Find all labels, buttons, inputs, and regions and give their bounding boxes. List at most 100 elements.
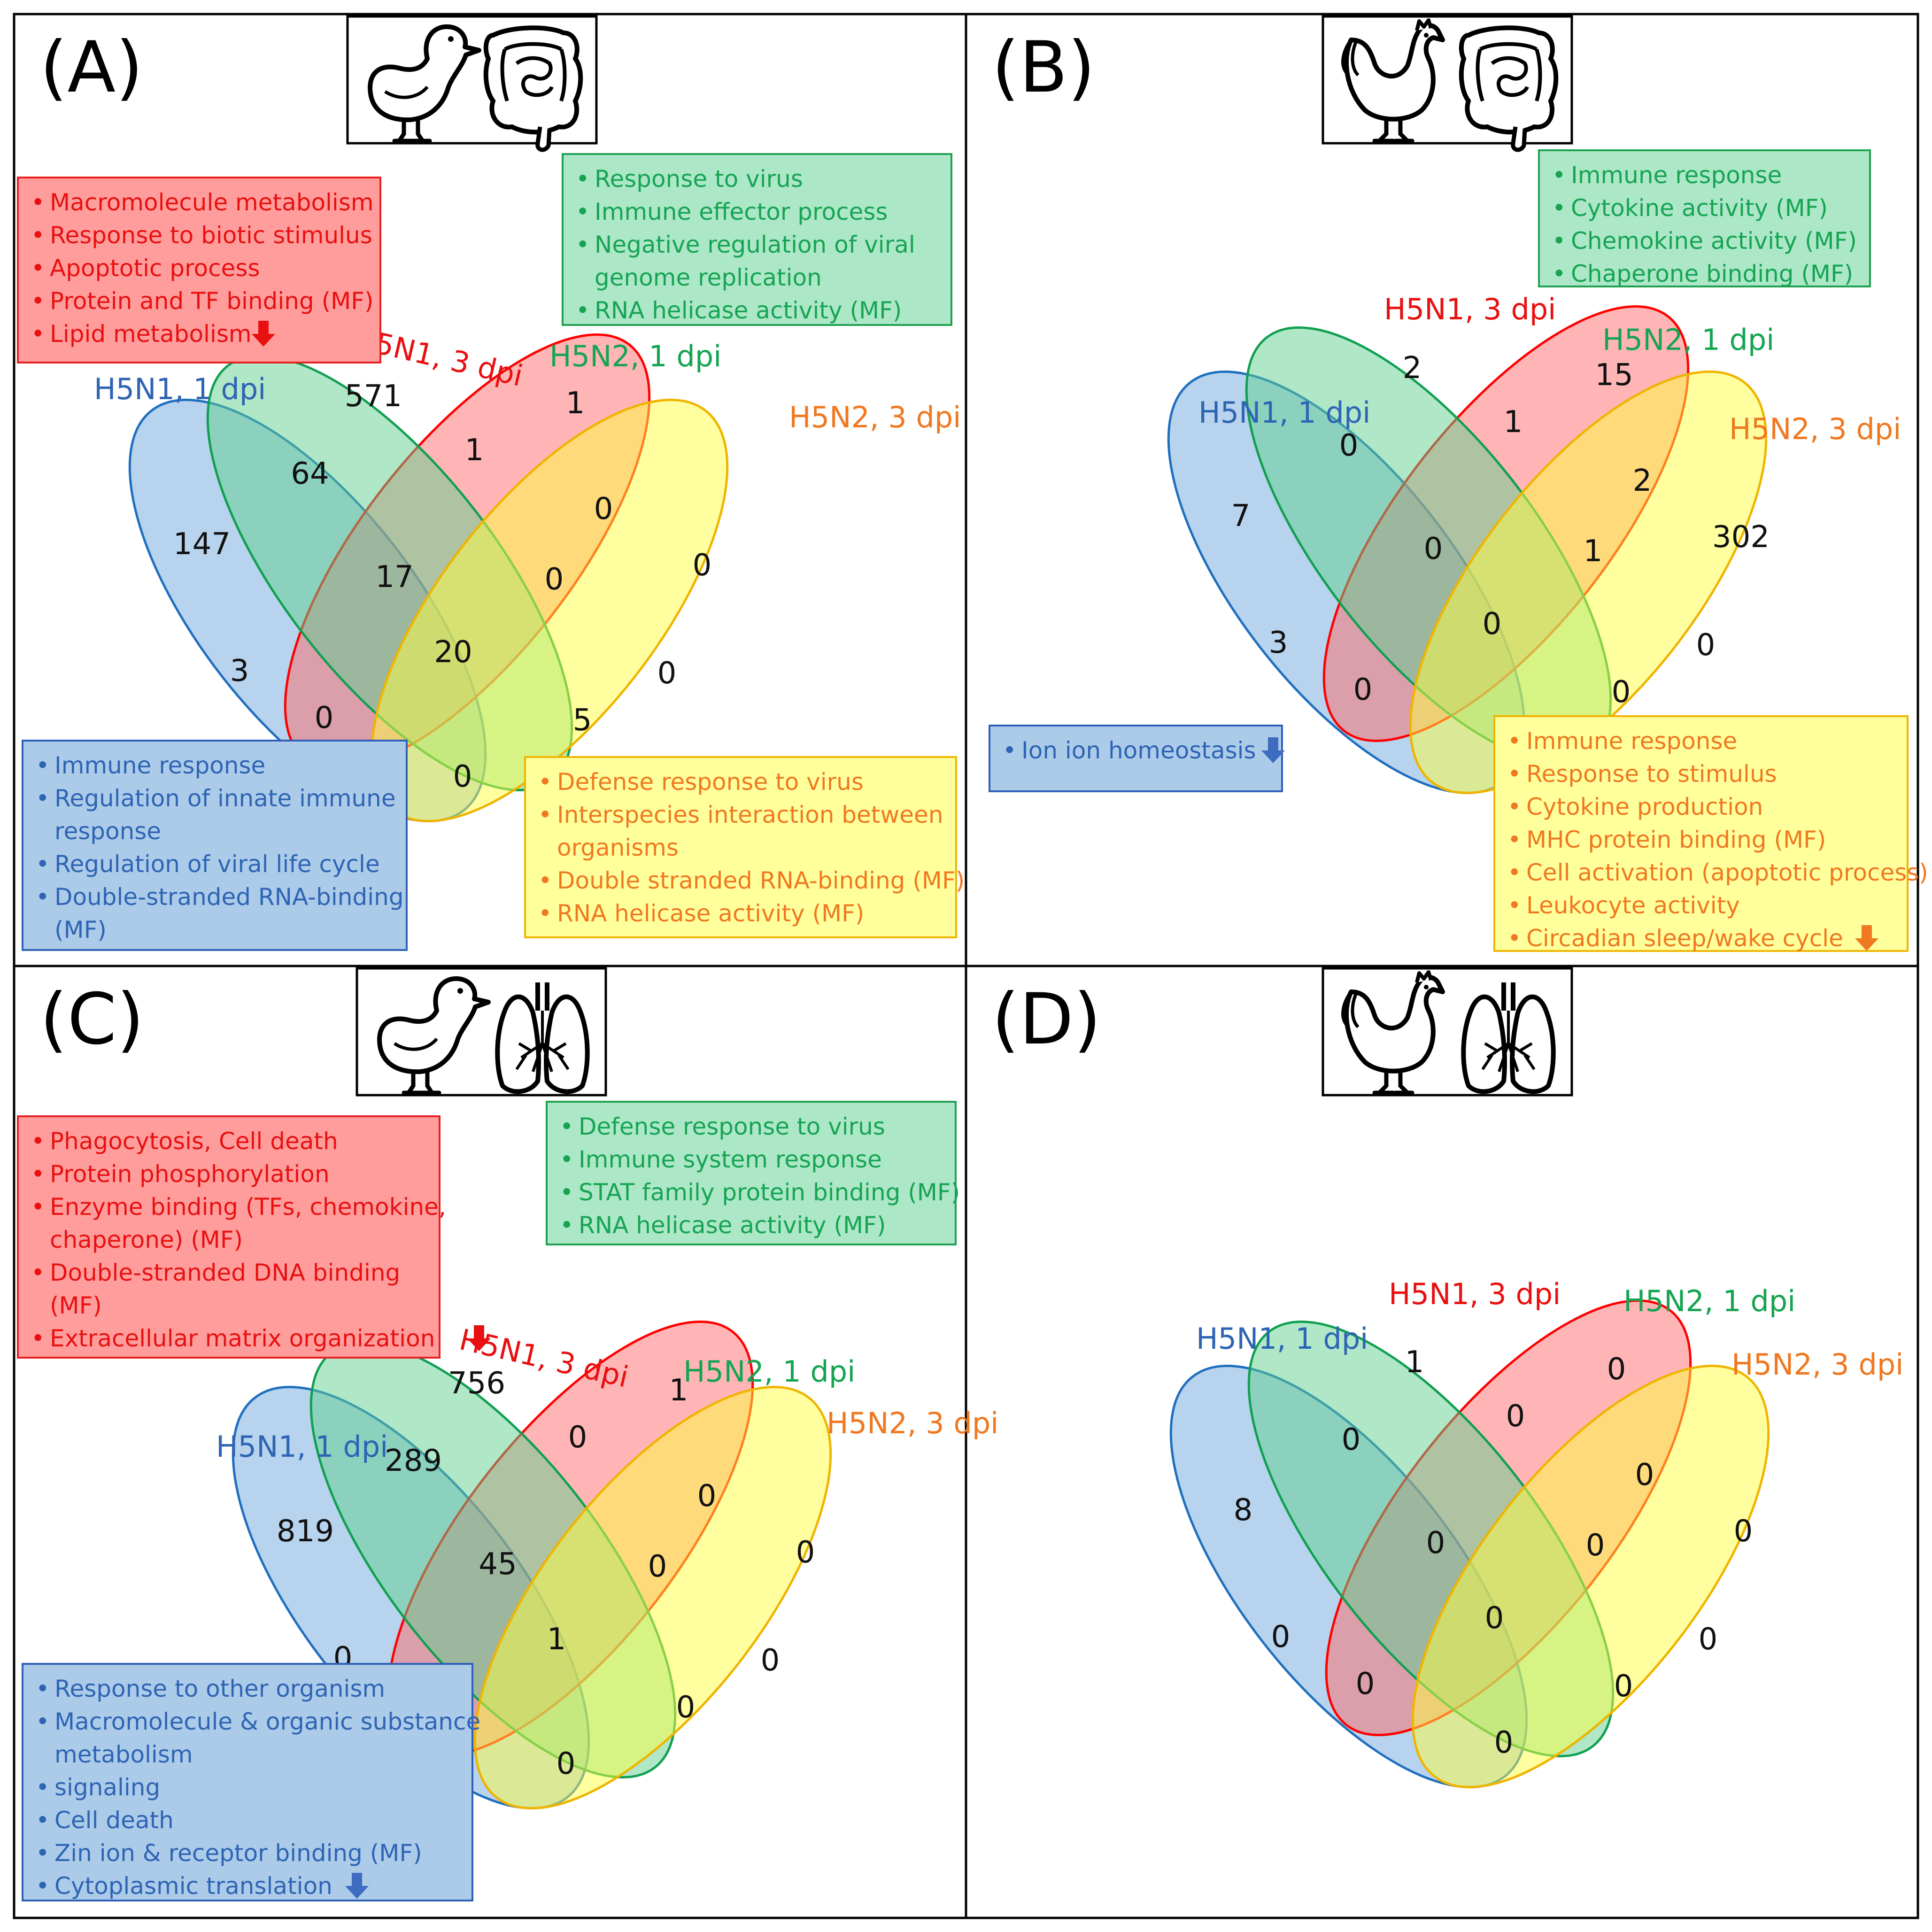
- annotation-item: Defense response to virus: [579, 1113, 885, 1140]
- bullet: •: [576, 231, 590, 258]
- count-three-a: 45: [479, 1547, 517, 1582]
- annotation-item: Immune response: [1571, 162, 1782, 189]
- bullet: •: [1003, 737, 1017, 764]
- count-h5n2-3dpi-only: 302: [1712, 520, 1770, 555]
- count-three-a: 0: [1424, 532, 1443, 566]
- count-h5n1-3dpi-h5n2-1dpi: 0: [568, 1420, 587, 1455]
- annotation-item: Cytokine activity (MF): [1571, 194, 1828, 222]
- annotation-box-green: •Immune response•Cytokine activity (MF)•…: [1538, 149, 1871, 287]
- set-label-h5n2-3dpi: H5N2, 3 dpi: [789, 400, 961, 434]
- bullet: •: [1507, 826, 1522, 853]
- annotation-item: Double-stranded RNA-binding: [54, 883, 404, 911]
- count-three-b: 0: [648, 1549, 667, 1584]
- bullet: •: [31, 1325, 45, 1352]
- annotation-item: Negative regulation of viral: [595, 231, 915, 258]
- count-h5n2-1dpi-h5n2-3dpi: 2: [1633, 464, 1652, 498]
- annotation-item: RNA helicase activity (MF): [579, 1212, 886, 1239]
- count-all-four: 20: [434, 635, 472, 670]
- annotation-item: Interspecies interaction between: [557, 801, 943, 828]
- bullet: •: [31, 1160, 45, 1188]
- bullet: •: [36, 1675, 50, 1702]
- count-three-d: 0: [1612, 675, 1631, 710]
- set-label-h5n1-1dpi: H5N1, 1 dpi: [1198, 395, 1370, 430]
- bullet: •: [36, 850, 50, 878]
- count-three-c: 0: [1356, 1667, 1375, 1701]
- count-h5n2-1dpi-only: 1: [669, 1373, 688, 1408]
- bullet: •: [1552, 260, 1566, 287]
- count-h5n1-1dpi-only: 8: [1234, 1493, 1253, 1528]
- annotation-item: Cell death: [54, 1807, 174, 1834]
- bullet: •: [538, 768, 552, 796]
- panel-letter: (C): [40, 979, 144, 1060]
- count-h5n1-3dpi-only: 571: [345, 379, 402, 414]
- count-three-c: 0: [315, 701, 334, 735]
- annotation-item: Immune effector process: [595, 198, 888, 225]
- count-three-b: 0: [1586, 1528, 1605, 1563]
- count-three-a: 17: [375, 560, 413, 595]
- count-h5n1-1dpi-h5n1-3dpi: 64: [291, 456, 329, 491]
- annotation-item: (MF): [50, 1292, 102, 1319]
- annotation-item: Double stranded RNA-binding (MF): [557, 867, 965, 894]
- bullet: •: [576, 198, 590, 225]
- annotation-item: Phagocytosis, Cell death: [50, 1128, 338, 1155]
- bullet: •: [538, 801, 552, 828]
- set-ellipse-h5n2-3dpi: [1411, 1365, 1770, 1788]
- set-label-h5n2-1dpi: H5N2, 1 dpi: [1602, 323, 1774, 357]
- set-label-h5n1-1dpi: H5N1, 1 dpi: [94, 372, 266, 406]
- annotation-item: RNA helicase activity (MF): [557, 900, 864, 927]
- set-ellipse-h5n2-3dpi: [1409, 371, 1768, 794]
- bullet: •: [31, 1128, 45, 1155]
- bullet: •: [1507, 727, 1522, 755]
- set-label-h5n1-3dpi: H5N1, 3 dpi: [1384, 292, 1556, 326]
- count-h5n1-3dpi-h5n2-1dpi: 1: [1504, 405, 1523, 440]
- bullet: •: [1507, 859, 1522, 886]
- annotation-item: STAT family protein binding (MF): [579, 1179, 960, 1206]
- set-label-h5n1-1dpi: H5N1, 1 dpi: [1196, 1321, 1368, 1356]
- bullet: •: [1507, 793, 1522, 820]
- count-three-c: 0: [1353, 672, 1373, 707]
- annotation-box-red: •Phagocytosis, Cell death•Protein phosph…: [17, 1115, 491, 1359]
- bullet: •: [576, 297, 590, 324]
- bullet: •: [560, 1179, 574, 1206]
- annotation-box-green: •Response to virus•Immune effector proce…: [562, 153, 952, 326]
- annotation-item: Protein phosphorylation: [50, 1160, 330, 1188]
- count-three-b: 1: [1584, 534, 1603, 569]
- annotation-item: Leukocyte activity: [1526, 892, 1740, 919]
- annotation-box-blue: •Immune response•Regulation of innate im…: [22, 740, 408, 951]
- bullet: •: [538, 900, 552, 927]
- count-h5n1-1dpi-h5n2-1dpi: 0: [1271, 1620, 1291, 1654]
- count-h5n1-1dpi-only: 819: [277, 1514, 334, 1549]
- bullet: •: [36, 785, 50, 812]
- annotation-item: Zin ion & receptor binding (MF): [54, 1839, 422, 1867]
- count-h5n1-1dpi-only: 147: [173, 527, 231, 562]
- annotation-box-green: •Defense response to virus•Immune system…: [546, 1101, 960, 1245]
- annotation-item: RNA helicase activity (MF): [595, 297, 902, 324]
- annotation-item: Extracellular matrix organization: [50, 1325, 435, 1352]
- down-arrow-icon: [345, 1873, 369, 1899]
- count-all-four: 0: [1485, 1601, 1504, 1636]
- panel-letter: (B): [992, 27, 1095, 108]
- annotation-box-yellow: •Immune response•Response to stimulus•Cy…: [1493, 715, 1928, 952]
- annotation-item: Protein and TF binding (MF): [50, 287, 374, 315]
- annotation-item: (MF): [54, 916, 107, 943]
- bullet: •: [31, 1193, 45, 1221]
- bullet: •: [36, 1839, 50, 1867]
- bullet: •: [560, 1146, 574, 1173]
- count-h5n1-3dpi-h5n2-1dpi: 0: [1506, 1399, 1525, 1434]
- count-h5n1-3dpi-h5n2-1dpi: 1: [465, 433, 484, 468]
- set-label-h5n2-1dpi: H5N2, 1 dpi: [549, 339, 721, 373]
- bullet: •: [36, 1774, 50, 1801]
- count-h5n2-3dpi-only: 0: [1734, 1514, 1753, 1549]
- bullet: •: [1552, 194, 1566, 222]
- annotation-item: Response to biotic stimulus: [50, 222, 372, 249]
- bullet: •: [1507, 760, 1522, 788]
- set-label-h5n2-3dpi: H5N2, 3 dpi: [827, 1406, 998, 1440]
- annotation-item: Enzyme binding (TFs, chemokine,: [50, 1193, 446, 1221]
- annotation-item: Cytoplasmic translation: [54, 1872, 332, 1900]
- count-three-d: 5: [573, 703, 592, 738]
- count-h5n2-3dpi-only: 0: [796, 1535, 815, 1570]
- annotation-box-red: •Macromolecule metabolism•Response to bi…: [17, 177, 381, 363]
